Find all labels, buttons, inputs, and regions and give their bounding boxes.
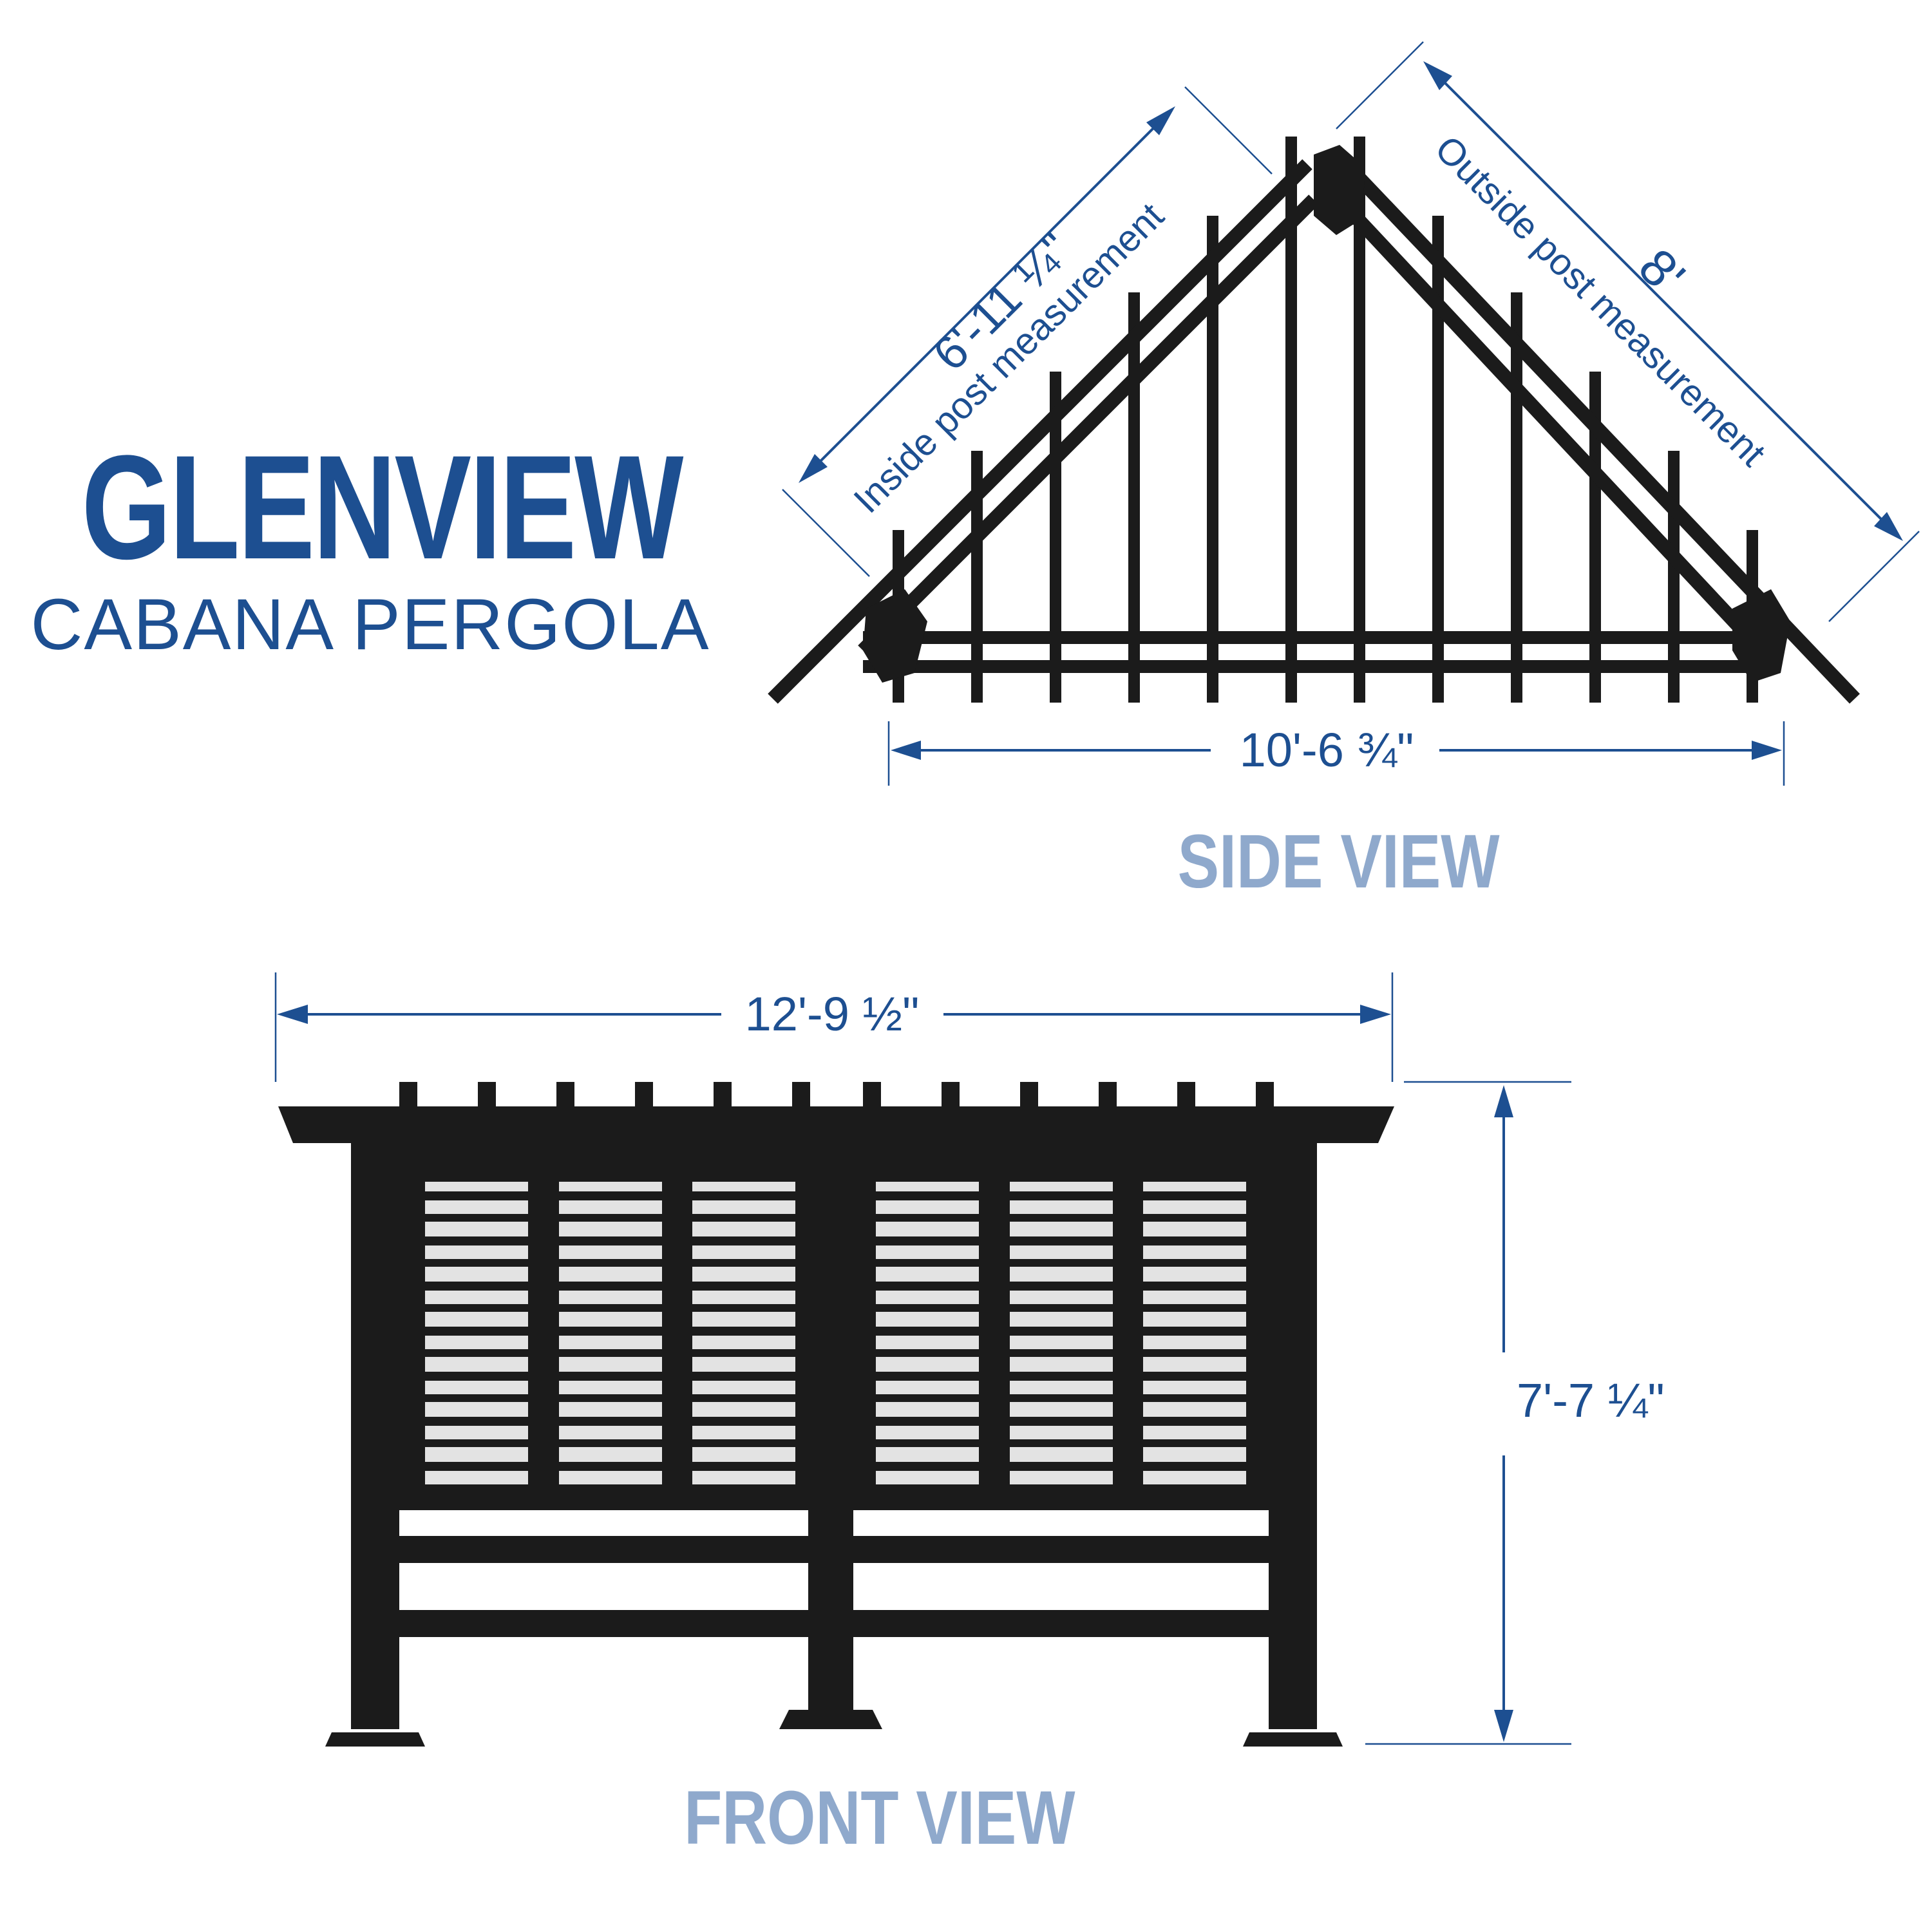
post-base (1243, 1732, 1343, 1747)
corner-post (863, 589, 927, 683)
joist-end (399, 1082, 417, 1108)
rafter (1207, 216, 1218, 703)
product-title: GLENVIEW (81, 424, 684, 590)
product-subtitle: CABANA PERGOLA (30, 584, 710, 665)
inside-dimension: 6'-11 ¼" Inside post measurement (782, 86, 1273, 577)
rafter (1432, 216, 1444, 703)
arrowhead (1874, 512, 1903, 541)
joist-end (635, 1082, 653, 1108)
width-label: 12'-9 ½" (745, 987, 920, 1041)
base-width-label: 10'-6 ¾" (1240, 723, 1414, 777)
base-width-dimension: 10'-6 ¾" (887, 721, 1785, 786)
post (351, 1143, 399, 1729)
post (1269, 1143, 1317, 1729)
post (808, 1143, 853, 1729)
rail (399, 1610, 808, 1637)
front-view-label: FRONT VIEW (684, 1776, 1075, 1861)
joist-end (1177, 1082, 1195, 1108)
arrowhead (1423, 61, 1452, 90)
arrowhead (1146, 106, 1175, 135)
side-view-diagram: 6'-11 ¼" Inside post measurement 8' Outs… (768, 41, 1920, 786)
outside-length-label: 8' (1628, 238, 1696, 305)
rail (853, 1610, 1269, 1637)
rafter (1285, 137, 1297, 703)
joist-end (556, 1082, 574, 1108)
joist-end (1099, 1082, 1117, 1108)
outside-dimension: 8' Outside post measurement (1336, 41, 1920, 622)
post-base (779, 1710, 882, 1729)
front-view-joist-ends (399, 1082, 1274, 1108)
corner-post (1732, 589, 1790, 683)
joist-end (478, 1082, 496, 1108)
arrowhead (277, 1005, 308, 1024)
corner-post (1314, 145, 1365, 235)
screen-pattern (425, 1191, 1246, 1471)
rafter (1354, 137, 1365, 703)
front-view-rails (399, 1536, 1269, 1637)
joist-end (942, 1082, 960, 1108)
post-base (325, 1732, 425, 1747)
rail (853, 1536, 1269, 1563)
rafter (1128, 292, 1140, 703)
rafter (1589, 372, 1601, 703)
height-label: 7'-7 ¼" (1517, 1374, 1665, 1427)
height-dimension: 7'-7 ¼" (1365, 1081, 1665, 1745)
side-view-posts (863, 145, 1790, 683)
rail (399, 1536, 808, 1563)
side-view-beams (768, 159, 1860, 704)
front-view-posts (325, 1143, 1343, 1747)
roof-beam (278, 1106, 1394, 1143)
width-dimension: 12'-9 ½" (274, 972, 1394, 1082)
arrowhead (1752, 741, 1782, 760)
arrowhead (1494, 1085, 1513, 1117)
arrowhead (891, 741, 921, 760)
front-view-panels (399, 1143, 1269, 1510)
joist-end (863, 1082, 881, 1108)
arrowhead (1494, 1710, 1513, 1742)
arrowhead (799, 454, 828, 483)
arrowhead (1360, 1005, 1391, 1024)
joist-end (1020, 1082, 1038, 1108)
joist-end (792, 1082, 810, 1108)
joist-end (714, 1082, 732, 1108)
side-view-label: SIDE VIEW (1177, 819, 1500, 904)
joist-end (1256, 1082, 1274, 1108)
front-view-diagram: 12'-9 ½" 7'-7 ¼" (274, 972, 1665, 1747)
